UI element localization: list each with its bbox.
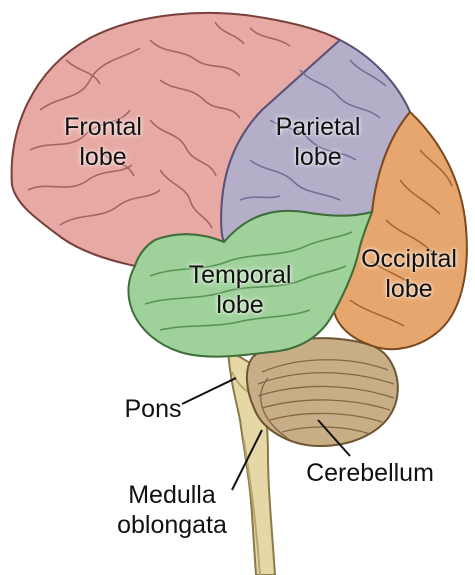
medulla-oblongata-label: Medulla oblongata: [110, 480, 234, 540]
temporal-lobe-label: Temporal lobe: [180, 260, 300, 320]
occipital-lobe-label: Occipital lobe: [350, 244, 468, 304]
frontal-lobe-label-line2: lobe: [79, 143, 127, 171]
temporal-lobe-label-line1: Temporal: [188, 261, 292, 289]
medulla-pointer: [231, 429, 263, 491]
medulla-label-line2: oblongata: [117, 511, 227, 539]
cerebellum-label: Cerebellum: [300, 458, 440, 488]
cerebellum-pointer: [317, 419, 351, 457]
parietal-lobe-label-line2: lobe: [294, 143, 342, 171]
frontal-lobe-label-line1: Frontal: [64, 113, 142, 141]
pons-pointer: [181, 377, 237, 405]
frontal-lobe-label: Frontal lobe: [50, 112, 156, 172]
medulla-label-line1: Medulla: [128, 481, 216, 509]
temporal-lobe-region: [127, 209, 374, 358]
parietal-lobe-label: Parietal lobe: [265, 112, 371, 172]
occipital-lobe-label-line2: lobe: [385, 275, 433, 303]
temporal-lobe-label-line2: lobe: [216, 291, 264, 319]
cerebellum-label-text: Cerebellum: [306, 459, 434, 487]
pons-label-text: Pons: [124, 395, 182, 423]
pons-label: Pons: [120, 394, 186, 424]
occipital-lobe-label-line1: Occipital: [361, 245, 457, 273]
parietal-lobe-label-line1: Parietal: [275, 113, 361, 141]
